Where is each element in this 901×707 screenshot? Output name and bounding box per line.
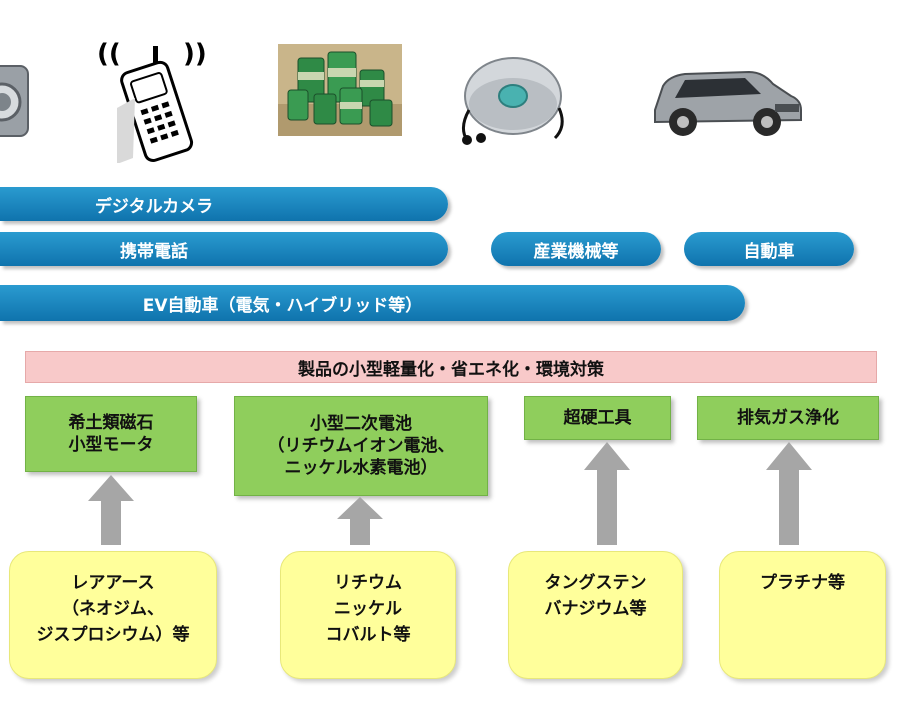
material-line: バナジウム等 [545,596,647,622]
batteries-icon [278,44,402,136]
product-box-battery: 小型二次電池 （リチウムイオン電池、 ニッケル水素電池） [234,396,488,496]
product-box-tool: 超硬工具 [524,396,671,440]
bar-automobile-label: 自動車 [744,237,795,262]
material-line: （ネオジム、 [62,596,164,622]
product-line: 小型モータ [69,434,154,456]
bar-ev-label: EV自動車（電気・ハイブリッド等） [143,291,422,316]
arrow-up-icon [88,475,134,545]
bar-ev: EV自動車（電気・ハイブリッド等） [0,285,745,321]
material-line: ニッケル [334,596,402,622]
material-box-platinum: プラチナ等 [719,551,886,679]
material-line: ジスプロシウム）等 [37,622,190,648]
car-icon [645,62,805,142]
material-box-tungsten: タングステン バナジウム等 [508,551,683,679]
mobile-phone-icon: (( )) [95,38,220,163]
banner: 製品の小型軽量化・省エネ化・環境対策 [25,351,877,383]
material-line: レアアース [71,570,154,596]
svg-text:)): )) [183,39,207,69]
material-line: タングステン [545,570,647,596]
bar-mobile-phone-label: 携帯電話 [120,237,188,262]
product-box-exhaust: 排気ガス浄化 [697,396,879,440]
bar-digital-camera: デジタルカメラ [0,187,448,221]
arrow-up-icon [766,442,812,545]
material-line: リチウム [334,570,402,596]
product-line: ニッケル水素電池） [285,457,438,479]
cd-player-icon [455,52,570,147]
bar-industrial-machinery-label: 産業機械等 [534,237,619,262]
material-line: コバルト等 [326,622,411,648]
product-box-magnet: 希土類磁石 小型モータ [25,396,197,472]
product-line: 排気ガス浄化 [737,407,839,429]
banner-text: 製品の小型軽量化・省エネ化・環境対策 [298,355,604,380]
product-line: 超硬工具 [564,407,632,429]
material-box-lithium: リチウム ニッケル コバルト等 [280,551,456,679]
bar-digital-camera-label: デジタルカメラ [95,192,213,217]
bar-mobile-phone: 携帯電話 [0,232,448,266]
material-box-rare-earth: レアアース （ネオジム、 ジスプロシウム）等 [9,551,217,679]
product-line: 希土類磁石 [69,412,154,434]
product-line: 小型二次電池 [310,413,412,435]
arrow-up-icon [337,497,383,545]
bar-industrial-machinery: 産業機械等 [491,232,661,266]
svg-text:((: (( [97,39,121,69]
bar-automobile: 自動車 [684,232,854,266]
product-line: （リチウムイオン電池、 [268,435,455,457]
arrow-up-icon [584,442,630,545]
material-line: プラチナ等 [760,570,845,596]
camera-icon [0,62,40,148]
